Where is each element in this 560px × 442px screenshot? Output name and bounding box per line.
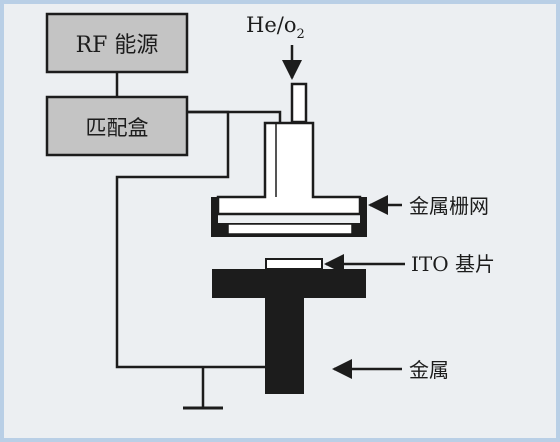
gas-inlet-label: He/o2 <box>246 13 305 42</box>
ito-substrate <box>265 258 323 270</box>
upper-electrode <box>216 121 362 216</box>
electrode-wire <box>187 110 282 123</box>
ground-wire <box>115 110 265 369</box>
metal-label: 金属 <box>409 358 449 382</box>
metal-grid-mesh <box>227 223 353 235</box>
metal-grid-label: 金属栅网 <box>409 194 489 218</box>
matching-box <box>45 95 189 157</box>
rf-source-label: RF 能源 <box>76 33 159 58</box>
rf-source-box <box>45 12 189 74</box>
gas-feed-tube <box>290 82 308 124</box>
metal-stage <box>212 269 366 394</box>
matching-box-label: 匹配盒 <box>86 116 149 140</box>
ito-substrate-label: ITO 基片 <box>411 252 495 276</box>
